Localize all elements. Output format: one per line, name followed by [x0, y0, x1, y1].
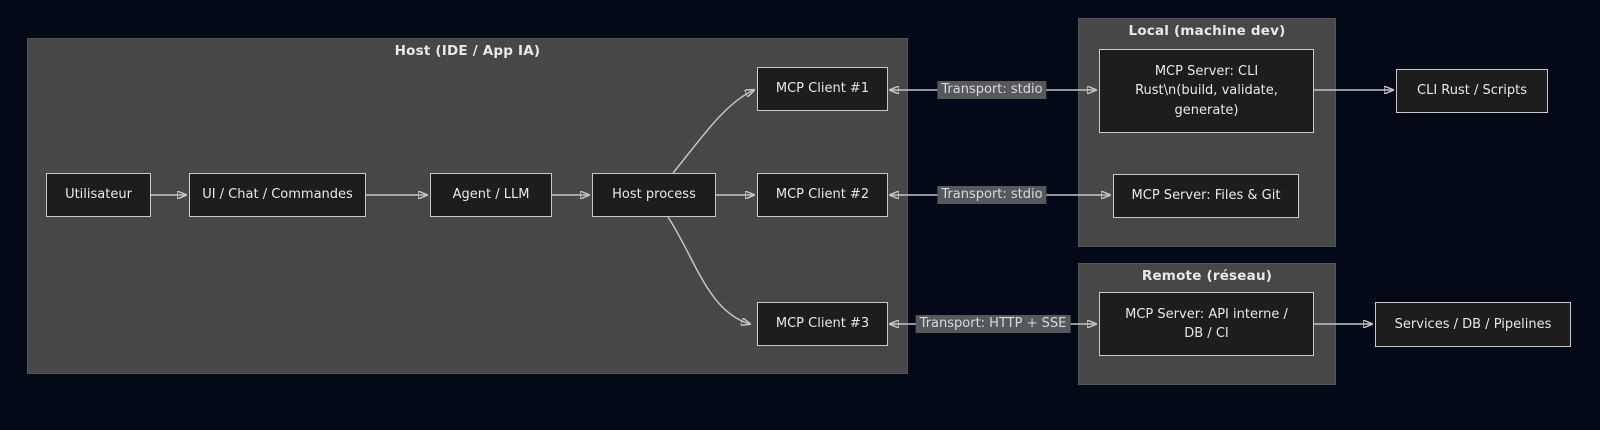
edge-label-transport-http-sse: Transport: HTTP + SSE [915, 315, 1071, 333]
node-ui-chat-commandes: UI / Chat / Commandes [189, 173, 366, 217]
node-host-process: Host process [592, 173, 716, 217]
node-mcp-client-3: MCP Client #3 [757, 302, 888, 346]
cluster-remote-title: Remote (réseau) [1141, 268, 1273, 284]
node-mcp-server-files-git: MCP Server: Files & Git [1113, 174, 1299, 218]
node-services-db-pipelines: Services / DB / Pipelines [1375, 302, 1571, 347]
node-mcp-server-cli-rust-line1: MCP Server: CLI [1154, 63, 1259, 79]
node-mcp-client-1: MCP Client #1 [757, 67, 888, 111]
node-mcp-server-cli-rust: MCP Server: CLI Rust\n(build, validate, … [1099, 49, 1314, 133]
node-mcp-client-2: MCP Client #2 [757, 173, 888, 217]
node-utilisateur: Utilisateur [46, 173, 151, 217]
node-cli-rust-scripts: CLI Rust / Scripts [1396, 69, 1548, 113]
node-mcp-server-cli-rust-line3: generate) [1174, 102, 1239, 118]
node-mcp-server-api-line2: DB / CI [1184, 326, 1229, 341]
edge-label-transport-stdio-2: Transport: stdio [937, 186, 1047, 204]
cluster-host-title: Host (IDE / App IA) [394, 43, 541, 59]
node-agent-llm: Agent / LLM [430, 173, 552, 217]
node-mcp-server-api: MCP Server: API interne / DB / CI [1099, 292, 1314, 356]
node-mcp-server-cli-rust-line2: Rust\n(build, validate, [1135, 83, 1278, 99]
cluster-local-title: Local (machine dev) [1128, 23, 1286, 39]
node-mcp-server-api-line1: MCP Server: API interne / [1125, 306, 1288, 322]
arrow-hostprocess-to-client1 [672, 90, 754, 174]
arrow-hostprocess-to-client3 [667, 216, 750, 324]
edge-label-transport-stdio-1: Transport: stdio [937, 81, 1047, 99]
